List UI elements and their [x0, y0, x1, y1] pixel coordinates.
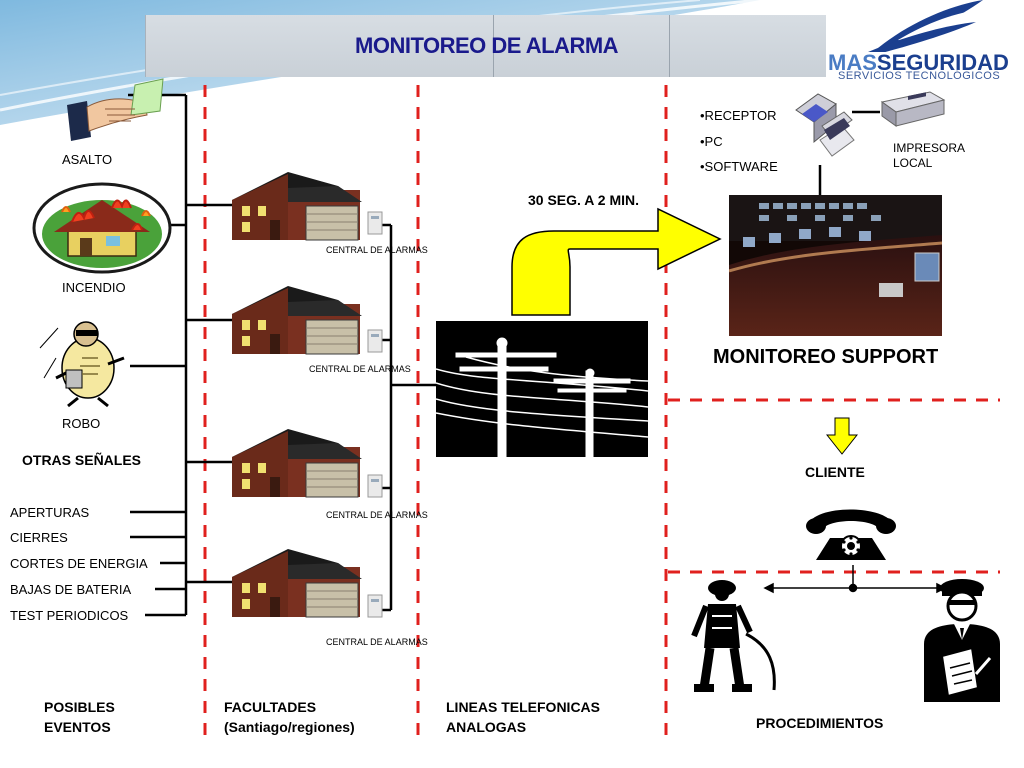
pc-icon — [795, 93, 855, 157]
otras-senales-header: OTRAS SEÑALES — [22, 452, 142, 468]
control-room-image — [729, 195, 942, 336]
police-officer-icon — [924, 579, 1000, 702]
telephone-lines-image — [436, 321, 648, 457]
logo-brand-mas: MAS — [828, 50, 877, 75]
printer-icon — [880, 91, 946, 127]
house-icon — [231, 428, 383, 498]
asalto-label: ASALTO — [62, 152, 113, 167]
footer-eventos-label: EVENTOS — [44, 719, 111, 735]
central-alarmas-label: CENTRAL DE ALARMAS — [326, 245, 428, 255]
footer-facultades-label: FACULTADES — [224, 699, 317, 715]
page-title: MONITOREO DE ALARMA — [355, 33, 619, 58]
event-item: APERTURAS — [10, 505, 90, 520]
event-item: CIERRES — [10, 530, 68, 545]
central-alarmas-label: CENTRAL DE ALARMAS — [309, 364, 411, 374]
house-icon — [232, 172, 383, 241]
impresora-label: LOCAL — [893, 156, 933, 170]
house-icon — [231, 285, 383, 355]
logo-text: MASSEGURIDAD — [828, 50, 1009, 76]
asalto-hand-icon — [67, 78, 164, 141]
firefighter-icon — [691, 580, 776, 692]
incendio-fire-icon — [32, 182, 172, 274]
central-alarmas-label: CENTRAL DE ALARMAS — [326, 637, 428, 647]
time-label: 30 SEG. A 2 MIN. — [528, 192, 639, 208]
procedimientos-label: PROCEDIMIENTOS — [756, 715, 884, 731]
receptor-item: •SOFTWARE — [700, 159, 778, 174]
receptor-item: •PC — [700, 134, 723, 149]
title-divider — [669, 15, 670, 77]
impresora-label: IMPRESORA — [893, 141, 966, 155]
central-alarmas-label: CENTRAL DE ALARMAS — [326, 510, 428, 520]
logo-wing-icon — [868, 0, 983, 52]
incendio-label: INCENDIO — [62, 280, 126, 295]
logo-tagline: SERVICIOS TECNOLÓGICOS — [838, 70, 1001, 82]
telephone-icon — [806, 509, 896, 560]
footer-regiones-label: (Santiago/regiones) — [224, 719, 355, 735]
logo-brand-seguridad: SEGURIDAD — [876, 50, 1009, 75]
footer-posibles-label: POSIBLES — [44, 699, 115, 715]
event-item: TEST PERIODICOS — [10, 608, 129, 623]
event-item: CORTES DE ENERGIA — [10, 556, 148, 571]
house-icon — [231, 548, 383, 618]
title-divider — [493, 15, 494, 77]
monitoreo-support-label: MONITOREO SUPPORT — [713, 346, 939, 368]
robo-thief-icon — [39, 321, 125, 408]
title-bar — [145, 15, 826, 77]
down-arrow-icon — [826, 417, 858, 455]
robo-label: ROBO — [62, 416, 101, 431]
footer-lineas-label: LINEAS TELEFONICAS — [446, 699, 601, 715]
footer-analogas-label: ANALOGAS — [446, 719, 527, 735]
cliente-label: CLIENTE — [805, 464, 865, 480]
receptor-item: •RECEPTOR — [700, 108, 777, 123]
transmission-arrow — [511, 207, 722, 316]
event-item: BAJAS DE BATERIA — [10, 582, 132, 597]
